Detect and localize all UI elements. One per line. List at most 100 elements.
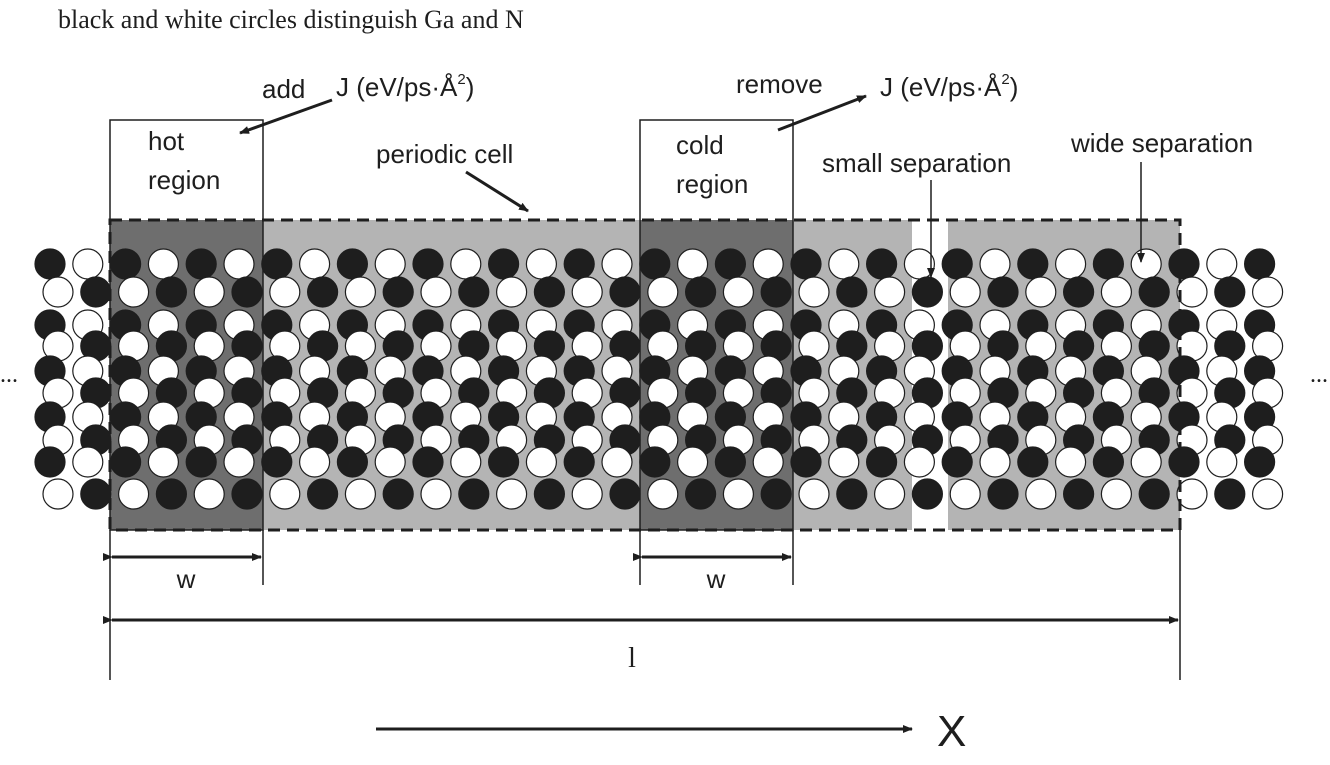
ga-atom <box>790 446 822 478</box>
ga-atom <box>261 248 293 280</box>
n-atom <box>147 446 179 478</box>
remove-label: remove <box>736 69 823 99</box>
n-atom <box>374 446 406 478</box>
n-atom <box>147 248 179 280</box>
ga-atom <box>155 276 187 308</box>
n-atom <box>450 248 482 280</box>
heat-flux-close-add: ) <box>466 72 475 102</box>
n-atom <box>42 276 74 308</box>
ga-atom <box>563 248 595 280</box>
ga-atom <box>609 276 641 308</box>
ga-atom <box>714 446 747 478</box>
x-axis-label: X <box>937 707 966 756</box>
ga-atom <box>1062 478 1095 510</box>
ga-atom <box>231 276 263 308</box>
n-atom <box>72 248 104 280</box>
n-atom <box>676 446 709 478</box>
n-atom <box>299 248 331 280</box>
ga-atom <box>1214 478 1246 510</box>
n-atom <box>299 446 331 478</box>
n-atom <box>979 248 1011 280</box>
ga-atom <box>941 446 973 478</box>
ga-atom <box>231 478 263 510</box>
ga-atom <box>1243 446 1276 478</box>
n-atom <box>1206 446 1238 478</box>
hot-region-label-line2: region <box>148 165 220 195</box>
remove-arrow <box>777 94 867 132</box>
n-atom <box>72 446 104 478</box>
ga-atom <box>1243 248 1276 280</box>
ga-atom <box>760 478 792 510</box>
heat-flux-text-add: J (eV/ps·Å <box>336 72 458 102</box>
add-label: add <box>262 74 305 104</box>
cold-region-label-line2: region <box>676 169 748 199</box>
ga-atom <box>382 478 414 510</box>
figure-caption: black and white circles distinguish Ga a… <box>58 5 524 34</box>
n-atom <box>269 478 301 510</box>
n-atom <box>118 276 150 308</box>
n-atom <box>118 478 150 510</box>
ga-atom <box>336 248 368 280</box>
ga-atom <box>261 446 293 478</box>
ga-atom <box>412 248 444 280</box>
ga-atom <box>412 446 444 478</box>
n-atom <box>344 276 376 308</box>
heat-flux-label-remove: J (eV/ps·Å2) <box>880 71 1018 102</box>
n-atom <box>601 248 633 280</box>
n-atom <box>1100 478 1133 510</box>
n-atom <box>676 248 709 280</box>
n-atom <box>525 248 558 280</box>
n-atom <box>1251 276 1284 308</box>
cold-region-label-line1: cold <box>676 130 724 160</box>
ga-atom <box>336 446 368 478</box>
n-atom <box>525 446 558 478</box>
ga-atom <box>911 276 944 308</box>
ga-atom <box>458 478 490 510</box>
right-ellipsis: ... <box>1310 362 1328 388</box>
n-atom <box>722 478 755 510</box>
n-atom <box>1054 248 1087 280</box>
heat-flux-label-add: J (eV/ps·Å2) <box>336 71 474 102</box>
n-atom <box>979 446 1011 478</box>
cold-width-label: w <box>706 564 726 594</box>
n-atom <box>193 276 225 308</box>
left-ellipsis: ... <box>0 362 18 388</box>
ga-atom <box>307 478 339 510</box>
n-atom <box>903 446 936 478</box>
n-atom <box>193 478 225 510</box>
n-atom <box>42 478 74 510</box>
n-atom <box>1025 478 1057 510</box>
n-atom <box>601 446 633 478</box>
ga-atom <box>836 276 868 308</box>
n-atom <box>722 276 755 308</box>
heat-flux-text-remove: J (eV/ps·Å <box>880 72 1002 102</box>
ga-atom <box>684 478 717 510</box>
ga-atom <box>987 478 1019 510</box>
n-atom <box>496 276 528 308</box>
ga-atom <box>155 478 187 510</box>
ga-atom <box>1092 446 1125 478</box>
n-atom <box>571 478 603 510</box>
ga-atom <box>639 446 671 478</box>
ga-atom <box>382 276 414 308</box>
ga-atom <box>109 446 142 478</box>
atom-lattice <box>34 248 1284 510</box>
ga-atom <box>790 248 822 280</box>
ga-atom <box>80 478 112 510</box>
ga-atom <box>911 478 944 510</box>
n-atom <box>1025 276 1057 308</box>
ga-atom <box>865 446 898 478</box>
hot-width-label: w <box>176 564 196 594</box>
ga-atom <box>109 248 142 280</box>
n-atom <box>949 276 981 308</box>
n-atom <box>571 276 603 308</box>
ga-atom <box>185 446 217 478</box>
heat-flux-close-remove: ) <box>1010 72 1019 102</box>
n-atom <box>949 478 981 510</box>
ga-atom <box>1168 248 1200 280</box>
n-atom <box>496 478 528 510</box>
n-atom <box>420 478 452 510</box>
n-atom <box>752 446 784 478</box>
ga-atom <box>714 248 747 280</box>
